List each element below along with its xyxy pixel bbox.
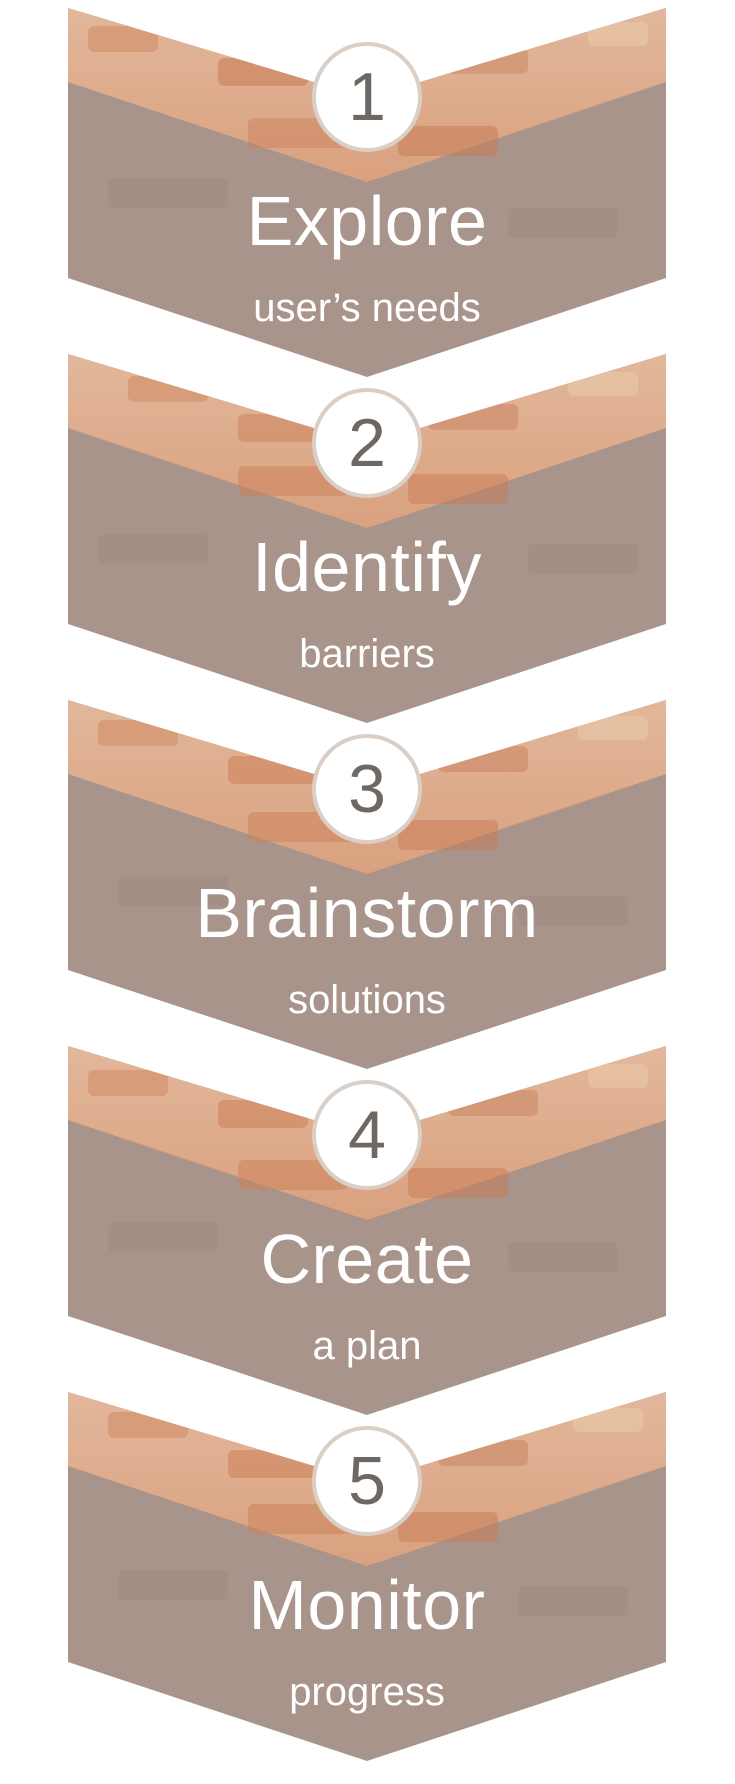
step-number-badge: 3 [312,734,422,844]
step-subtitle: user’s needs [253,286,481,330]
step-title: Monitor [248,1566,486,1644]
step-number-badge: 1 [312,42,422,152]
step-1: 1 Explore user’s needs [68,8,666,388]
step-2: 2 Identify barriers [68,354,666,734]
step-number-badge: 5 [312,1426,422,1536]
step-5: 5 Monitor progress [68,1392,666,1772]
step-subtitle: progress [289,1670,445,1714]
step-subtitle: a plan [312,1324,422,1368]
step-4: 4 Create a plan [68,1046,666,1426]
step-number-badge: 2 [312,388,422,498]
step-title: Create [260,1220,474,1298]
step-title: Brainstorm [195,874,539,952]
step-subtitle: solutions [288,978,446,1022]
step-number-badge: 4 [312,1080,422,1190]
step-3: 3 Brainstorm solutions [68,700,666,1080]
step-subtitle: barriers [299,632,435,676]
step-title: Explore [246,182,488,260]
step-title: Identify [252,528,482,606]
chevron-background [68,1046,666,1415]
